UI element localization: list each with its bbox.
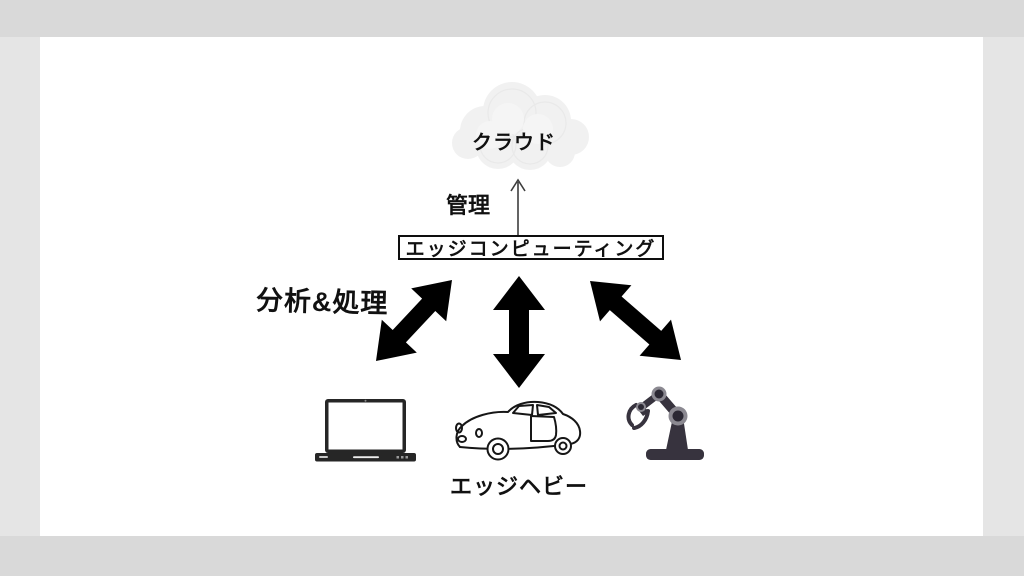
- canvas-margin-top: [0, 0, 1024, 37]
- double-arrow-middle-icon: [493, 276, 545, 388]
- double-arrows: [376, 276, 681, 388]
- edge-computing-box: エッジコンピューティング: [398, 235, 664, 260]
- edge-computing-label: エッジコンピューティング: [405, 239, 657, 260]
- robot-arm-icon: [626, 386, 704, 460]
- canvas-margin-left: [0, 37, 40, 536]
- slide: クラウド 管理 エッジコンピューティング 分析&処理: [40, 37, 983, 536]
- double-arrow-left-icon: [376, 280, 452, 361]
- canvas-margin-right: [983, 37, 1024, 536]
- cloud-label: クラウド: [472, 132, 556, 154]
- double-arrow-right-icon: [590, 281, 681, 360]
- edge-heavy-label: エッジヘビー: [449, 474, 588, 499]
- car-icon: [455, 400, 582, 461]
- canvas-margin-bottom: [0, 536, 1024, 576]
- manage-label: 管理: [446, 193, 491, 218]
- up-arrow-icon: [510, 178, 526, 238]
- laptop-icon: [315, 399, 416, 462]
- cloud-icon: [452, 82, 589, 170]
